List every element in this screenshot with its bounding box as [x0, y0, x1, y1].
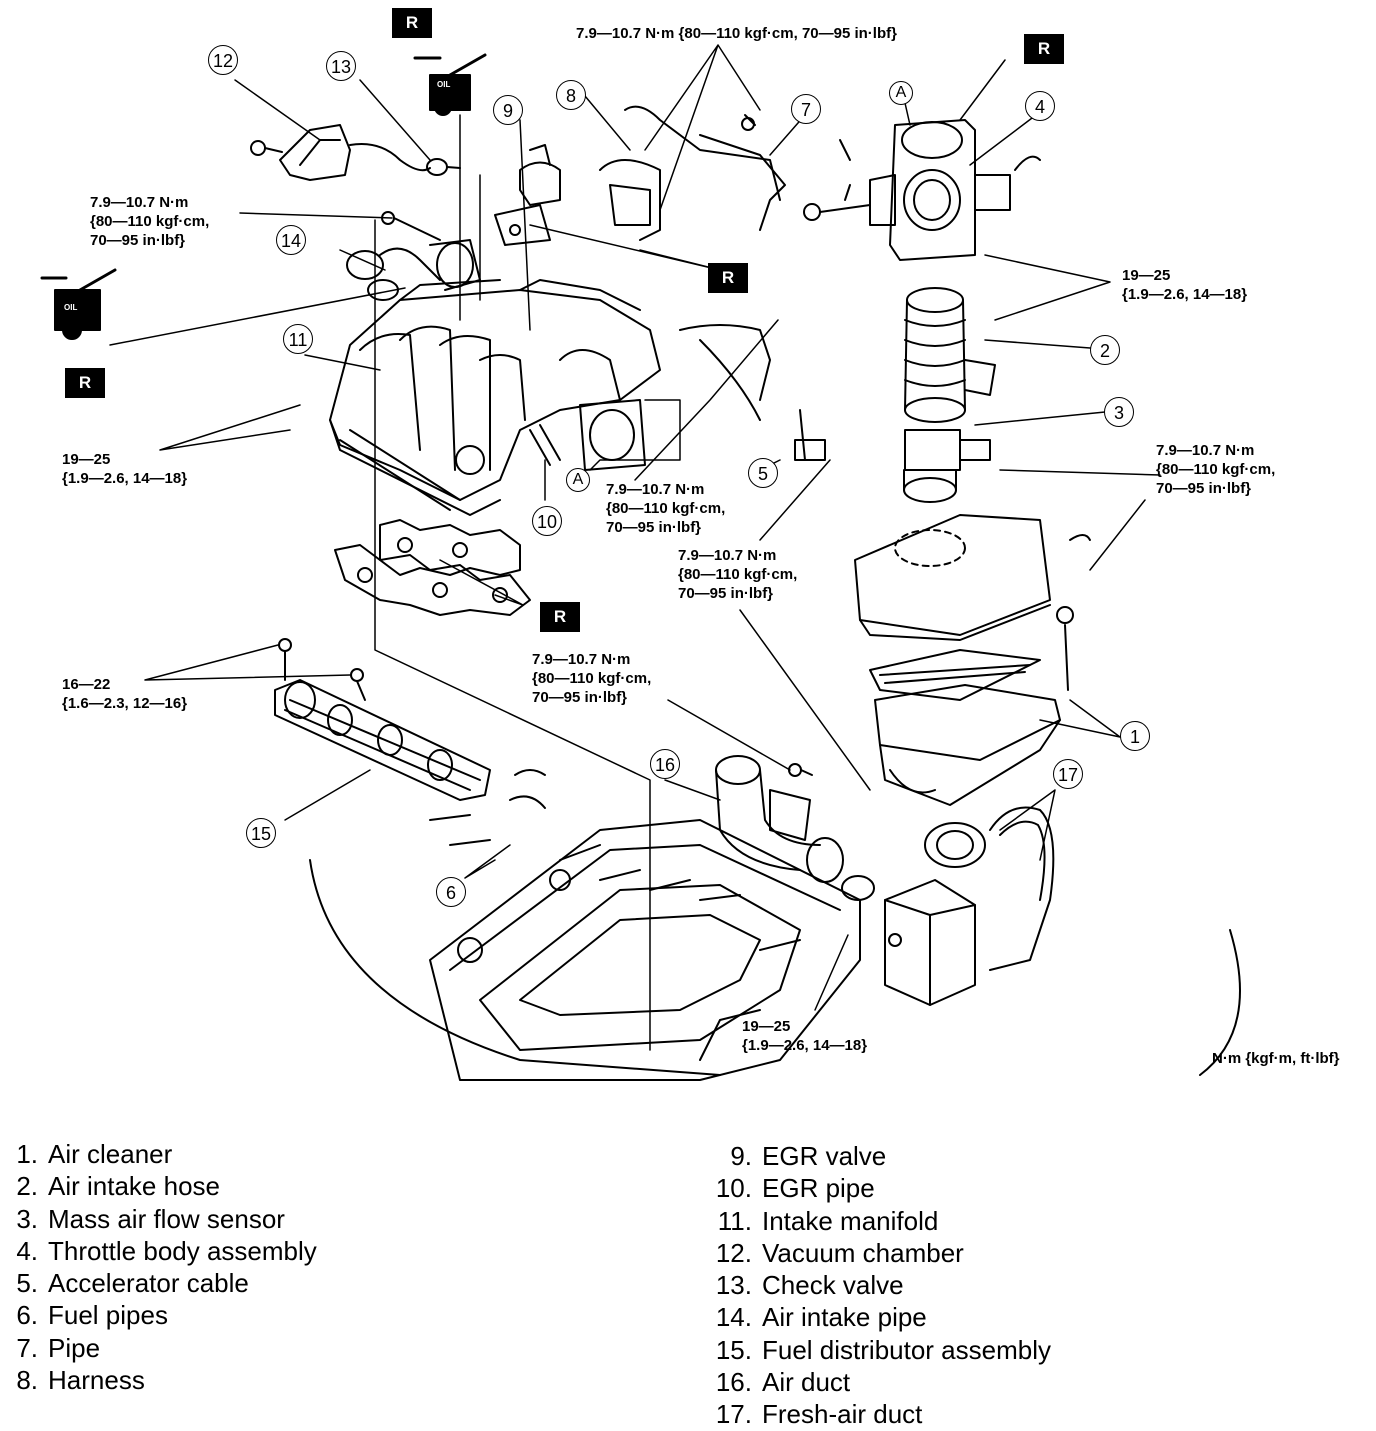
callout-7: 7 [791, 94, 821, 124]
callout-5: 5 [748, 458, 778, 488]
legend-item: 16.Air duct [715, 1367, 851, 1398]
callout-15: 15 [246, 818, 276, 848]
callout-12: 12 [208, 45, 238, 75]
torque-spec-right-1: 19—25 {1.9—2.6, 14—18} [1122, 267, 1248, 303]
legend-item: 6.Fuel pipes [16, 1300, 168, 1331]
torque-spec-left-3: 16—22 {1.6—2.3, 12—16} [62, 676, 188, 712]
egr-valve-drawing [494, 144, 561, 466]
legend-item: 3.Mass air flow sensor [16, 1203, 285, 1234]
legend-column-right: 9.EGR valve 10.EGR pipe 11.Intake manifo… [698, 1140, 1051, 1431]
fuel-distributor-drawing [274, 638, 546, 846]
legend-item: 4.Throttle body assembly [16, 1235, 317, 1266]
callout-11: 11 [283, 324, 313, 354]
legend-item: 8.Harness [16, 1365, 145, 1396]
throttle-body-drawing [803, 119, 1041, 261]
legend-item: 14.Air intake pipe [715, 1302, 927, 1333]
oil-can-drawing [40, 53, 487, 340]
legend-item: 13.Check valve [715, 1270, 904, 1301]
torque-spec-left-2: 19—25 {1.9—2.6, 14—18} [62, 451, 188, 487]
callout-6: 6 [436, 877, 466, 907]
torque-spec-top: 7.9—10.7 N·m {80—110 kgf·cm, 70—95 in·lb… [576, 25, 897, 42]
torque-spec-center-2: 7.9—10.7 N·m {80—110 kgf·cm, 70—95 in·lb… [678, 547, 798, 602]
air-intake-pipe-drawing [346, 211, 481, 301]
callout-13: 13 [326, 51, 356, 81]
fresh-air-duct-drawing [884, 806, 1055, 1006]
torque-spec-left-1: 7.9—10.7 N·m {80—110 kgf·cm, 70—95 in·lb… [90, 194, 210, 249]
air-cleaner-drawing [854, 514, 1091, 806]
oil-label: OIL [437, 80, 451, 89]
callout-17: 17 [1053, 759, 1083, 789]
callout-14: 14 [276, 225, 306, 255]
legend-item: 10.EGR pipe [715, 1173, 875, 1204]
cylinder-head-drawing [309, 819, 1241, 1081]
legend-item: 17.Fresh-air duct [715, 1399, 923, 1430]
unit-note: N·m {kgf·m, ft·lbf} [1212, 1050, 1340, 1067]
legend-column-left: 1.Air cleaner 2.Air intake hose 3.Mass a… [0, 1138, 317, 1396]
legend-item: 12.Vacuum chamber [715, 1237, 964, 1268]
legend-item: 5.Accelerator cable [16, 1268, 249, 1299]
callout-10: 10 [532, 506, 562, 536]
legend-item: 1.Air cleaner [16, 1139, 173, 1169]
legend-item: 2.Air intake hose [16, 1171, 220, 1202]
callout-16: 16 [650, 749, 680, 779]
manifold-gaskets-drawing [334, 519, 531, 616]
callout-4: 4 [1025, 91, 1055, 121]
harness-and-pipe-drawing [599, 105, 786, 421]
callout-8: 8 [556, 80, 586, 110]
legend-item: 7.Pipe [16, 1332, 101, 1363]
torque-spec-right-2: 7.9—10.7 N·m {80—110 kgf·cm, 70—95 in·lb… [1156, 442, 1276, 497]
air-intake-hose-drawing [903, 287, 996, 503]
replace-marker: R [540, 602, 580, 632]
legend-item: 9.EGR valve [730, 1141, 887, 1171]
vacuum-chamber-drawing [250, 124, 461, 181]
torque-spec-center-1: 7.9—10.7 N·m {80—110 kgf·cm, 70—95 in·lb… [606, 481, 726, 536]
replace-marker: R [65, 368, 105, 398]
intake-manifold-drawing [329, 279, 661, 516]
replace-marker: R [392, 8, 432, 38]
callout-9: 9 [493, 95, 523, 125]
air-duct-drawing [715, 755, 875, 901]
reference-marker-a: A [889, 81, 913, 105]
callout-2: 2 [1090, 335, 1120, 365]
oil-label: OIL [64, 303, 78, 312]
reference-marker-a: A [566, 468, 590, 492]
replace-marker: R [708, 263, 748, 293]
legend-item: 15.Fuel distributor assembly [715, 1334, 1051, 1365]
replace-marker: R [1024, 34, 1064, 64]
exploded-parts-diagram [40, 44, 1241, 1081]
torque-spec-bottom: 19—25 {1.9—2.6, 14—18} [742, 1018, 868, 1054]
callout-3: 3 [1104, 397, 1134, 427]
leader-lines [109, 44, 1161, 1051]
legend-item: 11.Intake manifold [717, 1205, 939, 1236]
torque-spec-center-3: 7.9—10.7 N·m {80—110 kgf·cm, 70—95 in·lb… [532, 651, 652, 706]
callout-1: 1 [1120, 721, 1150, 751]
